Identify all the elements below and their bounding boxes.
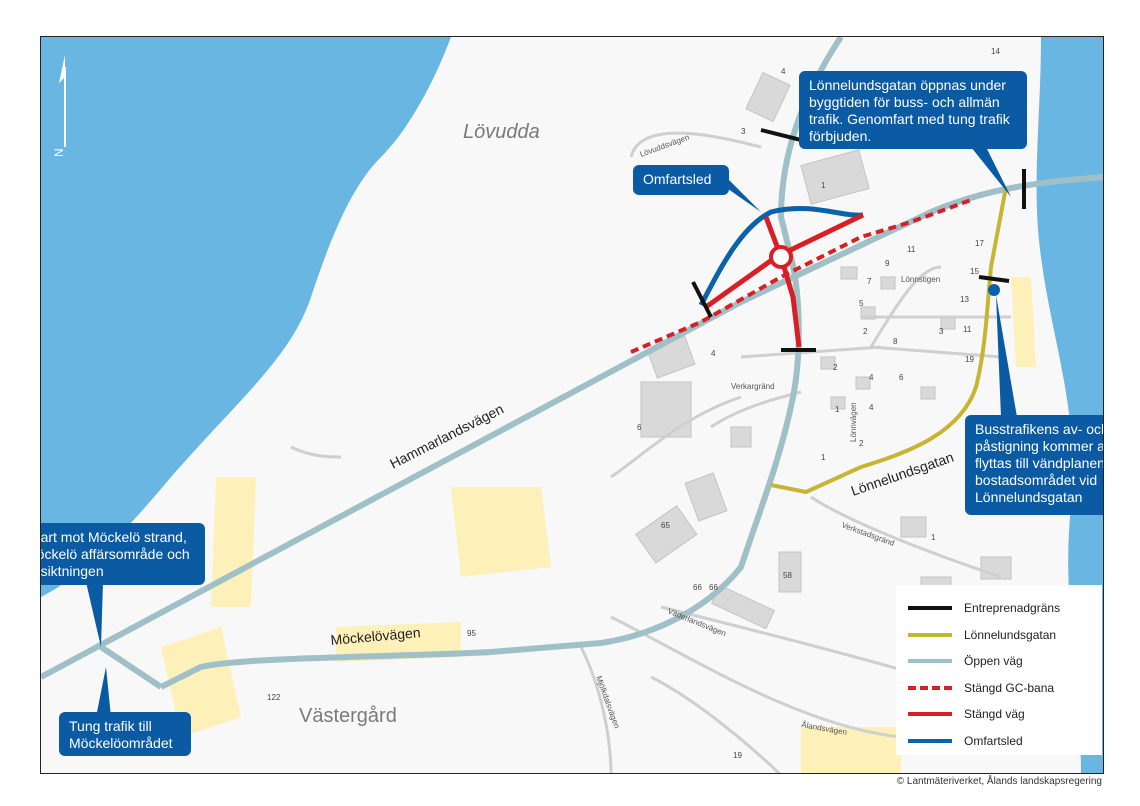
callout-pointers xyxy=(86,147,1017,717)
svg-text:N: N xyxy=(52,148,66,157)
house-number: 66 xyxy=(709,583,718,592)
legend-item: Öppen väg xyxy=(908,648,1090,675)
place-lovudda: Lövudda xyxy=(463,121,540,143)
legend-label: Lönnelundsgatan xyxy=(964,627,1057,642)
house-number: 4 xyxy=(781,67,786,76)
house-number: 2 xyxy=(833,363,838,372)
house-number: 1 xyxy=(835,405,840,414)
house-number: 65 xyxy=(661,521,670,530)
contract-boundaries xyxy=(691,128,1026,352)
house-number: 19 xyxy=(965,355,974,364)
house-number: 15 xyxy=(970,267,979,276)
callout-infart: Infart mot Möckelö strand, Möckelö affär… xyxy=(41,523,205,585)
north-arrow-icon: N xyxy=(52,55,66,157)
house-number: 5 xyxy=(859,299,864,308)
label-mjolkdalsvagen: Mjölkdalsvägen xyxy=(594,675,621,730)
road-mockelovagen xyxy=(99,644,163,690)
copyright-credit: © Lantmäteriverket, Ålands landskapsrege… xyxy=(896,776,1102,787)
house-number: 11 xyxy=(963,325,972,334)
legend-label: Omfartsled xyxy=(964,733,1023,748)
legend-item: Entreprenadgräns xyxy=(908,595,1090,622)
house-number: 95 xyxy=(467,629,476,638)
legend-swatch xyxy=(908,659,952,664)
legend-label: Entreprenadgräns xyxy=(964,601,1061,616)
house-number: 4 xyxy=(869,403,874,412)
legend-item: Omfartsled xyxy=(908,728,1090,755)
house-number: 2 xyxy=(859,439,864,448)
label-mockelovagen: Möckelövägen xyxy=(330,624,421,648)
road-lonnelundsgatan xyxy=(770,186,1008,495)
callout-lonnelundsgatan-opens: Lönnelundsgatan öppnas under byggtiden f… xyxy=(799,71,1027,149)
callout-tung-trafik: Tung trafik till Möckelöområdet xyxy=(59,712,191,756)
road-north-south xyxy=(159,37,844,690)
label-lonnvagen: Lönnvägen xyxy=(849,402,858,442)
map-frame[interactable]: Hammarlandsvägen Möckelövägen Lönnelunds… xyxy=(40,36,1104,774)
label-lonnstigen: Lönnstigen xyxy=(901,275,940,284)
legend-label: Öppen väg xyxy=(964,654,1023,669)
house-number: 19 xyxy=(733,751,742,760)
bus-stop-marker xyxy=(988,284,1000,296)
house-number: 122 xyxy=(267,693,281,702)
house-number: 3 xyxy=(939,327,944,336)
closed-gc-path xyxy=(630,198,972,354)
house-number: 13 xyxy=(960,295,969,304)
water-left xyxy=(41,37,451,597)
house-number: 1 xyxy=(821,181,826,190)
label-verkargrand: Verkargränd xyxy=(731,382,775,391)
house-number: 9 xyxy=(885,259,890,268)
legend-swatch xyxy=(908,738,952,743)
house-number: 6 xyxy=(637,423,642,432)
callout-omfartsled: Omfartsled xyxy=(633,165,729,195)
roundabout xyxy=(769,245,793,269)
fields xyxy=(161,277,1036,773)
house-number: 1 xyxy=(931,533,936,542)
legend-item: Stängd GC-bana xyxy=(908,675,1090,702)
map-canvas[interactable]: Hammarlandsvägen Möckelövägen Lönnelunds… xyxy=(41,37,1104,774)
legend-swatch xyxy=(908,606,952,611)
house-number: 14 xyxy=(991,47,1000,56)
house-number: 4 xyxy=(711,349,716,358)
legend-label: Stängd GC-bana xyxy=(964,680,1055,695)
house-number: 2 xyxy=(863,327,868,336)
callout-bus-stop: Busstrafikens av- och påstigning kommer … xyxy=(965,415,1103,515)
house-number: 1 xyxy=(821,453,826,462)
house-number: 8 xyxy=(893,337,898,346)
house-number: 4 xyxy=(869,373,874,382)
legend-swatch xyxy=(908,685,952,690)
place-vastergard: Västergård xyxy=(299,705,397,727)
house-number: 6 xyxy=(899,373,904,382)
house-number: 17 xyxy=(975,239,984,248)
legend-item: Stängd väg xyxy=(908,701,1090,728)
legend-swatch xyxy=(908,712,952,717)
house-number: 7 xyxy=(867,277,872,286)
legend-item: Lönnelundsgatan xyxy=(908,622,1090,649)
legend-label: Stängd väg xyxy=(964,707,1025,722)
house-number: 11 xyxy=(907,245,916,254)
house-number: 58 xyxy=(783,571,792,580)
label-lovuddsvagen: Lövuddsvägen xyxy=(639,133,691,159)
road-omfartsled xyxy=(698,206,864,307)
house-number: 66 xyxy=(693,583,702,592)
legend-swatch xyxy=(908,632,952,637)
house-number: 3 xyxy=(741,127,746,136)
label-lonnelundsgatan: Lönnelundsgatan xyxy=(849,449,956,499)
